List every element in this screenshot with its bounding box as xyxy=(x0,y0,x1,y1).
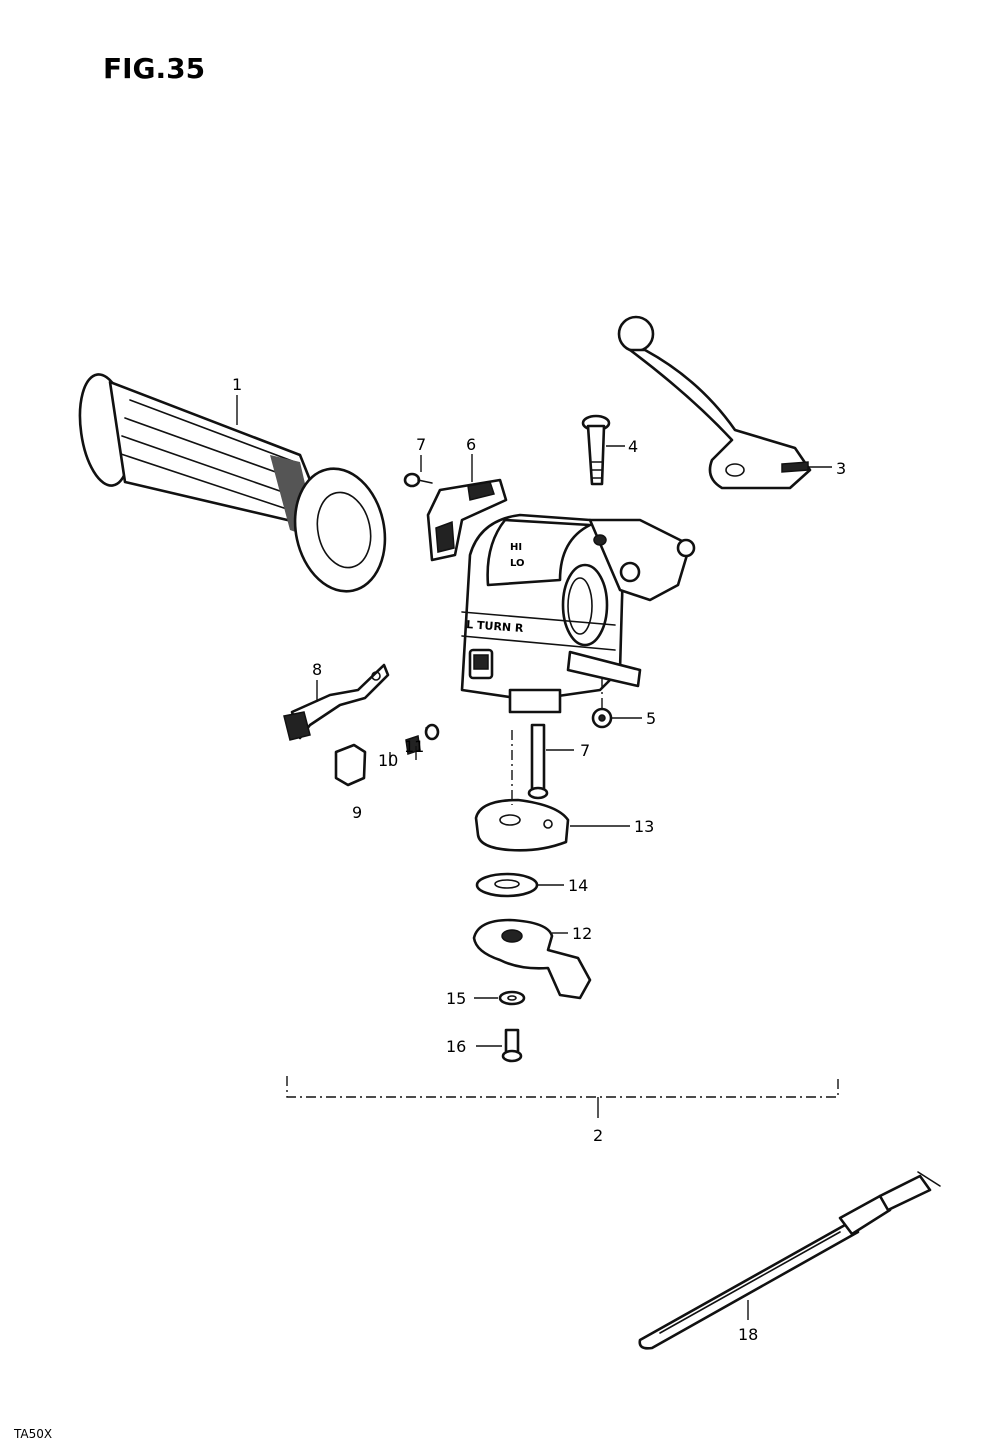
callout-8: 8 xyxy=(312,660,322,679)
footer-code: TA50X xyxy=(13,1427,52,1440)
callout-11: 11 xyxy=(404,737,424,756)
callout-2: 2 xyxy=(593,1126,603,1145)
callout-10: 10 xyxy=(378,751,398,770)
callout-14: 14 xyxy=(568,876,588,895)
part-7-screw-upper xyxy=(403,472,433,488)
switch-housing: L TURN R HI LO xyxy=(460,513,696,714)
callout-13: 13 xyxy=(634,817,654,836)
callout-16: 16 xyxy=(446,1037,466,1056)
figure-title: FIG.35 xyxy=(103,52,205,85)
part-12-bracket xyxy=(472,918,592,1000)
part-5-nut xyxy=(591,707,613,729)
callout-18: 18 xyxy=(738,1325,758,1344)
part-7-screw-lower xyxy=(527,723,549,800)
turn-signal-marking: L TURN R xyxy=(466,618,525,635)
callout-5: 5 xyxy=(646,709,656,728)
part-11-spring xyxy=(424,723,440,741)
dimmer-hi-marking: HI xyxy=(510,542,522,553)
callout-15: 15 xyxy=(446,989,466,1008)
assembly-bracket xyxy=(286,1076,839,1098)
part-6-knob xyxy=(426,478,508,562)
part-4-bolt xyxy=(581,414,611,486)
part-14-washer xyxy=(475,872,539,898)
callout-12: 12 xyxy=(572,924,592,943)
part-9-button xyxy=(334,743,367,787)
callout-9: 9 xyxy=(352,803,362,822)
part-1-grip xyxy=(78,373,387,593)
callout-7-lower: 7 xyxy=(580,741,590,760)
callout-3: 3 xyxy=(836,459,846,478)
part-16-screw xyxy=(501,1028,523,1063)
callout-7-upper: 7 xyxy=(416,435,426,454)
part-15-washer xyxy=(498,990,526,1006)
callout-4: 4 xyxy=(628,437,638,456)
part-3-lever xyxy=(617,315,812,490)
part-18-cable xyxy=(638,1171,941,1350)
callout-6: 6 xyxy=(466,435,476,454)
dimmer-lo-marking: LO xyxy=(510,558,525,569)
callout-1: 1 xyxy=(232,375,242,394)
part-8-contact-plate xyxy=(283,663,390,741)
part-13-clamp xyxy=(474,798,570,852)
